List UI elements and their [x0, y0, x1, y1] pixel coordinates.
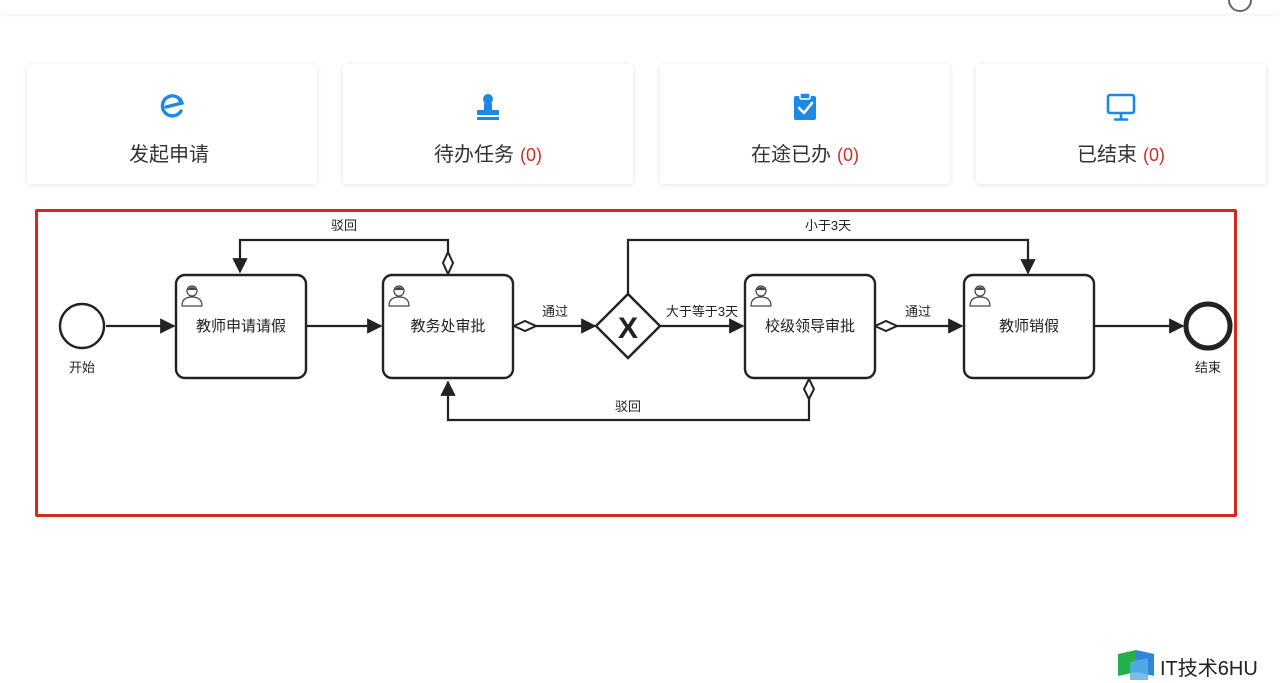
launch-e-icon — [160, 94, 185, 118]
card-todo-tasks[interactable]: 待办任务(0) — [343, 64, 633, 184]
clipboard-check-icon — [794, 92, 816, 120]
card-label: 在途已办(0) — [751, 144, 859, 166]
end-event — [1183, 301, 1233, 351]
flow-reject-bottom — [440, 380, 811, 422]
conditional-marker — [872, 319, 900, 333]
finished-count: (0) — [1143, 145, 1165, 165]
edge-label-pass-2: 通过 — [905, 304, 931, 319]
task-leader[interactable] — [743, 273, 877, 380]
card-finished[interactable]: 已结束(0) — [976, 64, 1266, 184]
card-label: 发起申请 — [129, 144, 209, 166]
task-label-office: 教务处审批 — [410, 318, 485, 335]
watermark-logo-icon — [1118, 650, 1154, 680]
stamp-icon — [477, 94, 499, 120]
user-task-icon — [386, 281, 412, 307]
flow-gateway-to-cancel — [626, 238, 1036, 294]
edge-label-reject-top: 驳回 — [331, 218, 357, 233]
conditional-marker — [802, 376, 816, 402]
gateway-x-icon: X — [618, 312, 638, 345]
exclusive-gateway[interactable] — [594, 292, 662, 360]
card-label: 已结束(0) — [1077, 144, 1165, 166]
edge-label-ge3: 大于等于3天 — [666, 304, 738, 319]
todo-count: (0) — [520, 145, 542, 165]
edge-label-pass-1: 通过 — [542, 304, 568, 319]
user-task-icon — [967, 281, 993, 307]
task-cancel[interactable] — [962, 273, 1096, 380]
top-bar — [0, 0, 1280, 14]
monitor-icon — [1106, 93, 1136, 121]
edge-label-reject-bottom: 驳回 — [615, 399, 641, 414]
edge-label-lt3: 小于3天 — [805, 218, 851, 233]
conditional-marker — [511, 319, 539, 333]
task-apply[interactable] — [174, 273, 308, 380]
in-progress-count: (0) — [837, 145, 859, 165]
card-start-application[interactable]: 发起申请 — [27, 64, 317, 184]
task-label-apply: 教师申请请假 — [196, 318, 286, 335]
task-label-cancel: 教师销假 — [999, 318, 1059, 335]
card-in-progress[interactable]: 在途已办(0) — [660, 64, 950, 184]
task-label-leader: 校级领导审批 — [765, 318, 855, 335]
start-event — [58, 302, 106, 350]
task-office[interactable] — [381, 273, 515, 380]
card-label: 待办任务(0) — [434, 144, 542, 166]
process-diagram-frame — [35, 209, 1237, 517]
watermark: IT技术6HU — [1118, 648, 1278, 682]
conditional-marker — [441, 249, 455, 277]
watermark-text: IT技术6HU — [1160, 658, 1258, 680]
flow-reject-top — [232, 238, 450, 274]
start-label: 开始 — [69, 360, 95, 375]
end-label: 结束 — [1195, 360, 1221, 375]
user-task-icon — [748, 281, 774, 307]
user-task-icon — [179, 281, 205, 307]
